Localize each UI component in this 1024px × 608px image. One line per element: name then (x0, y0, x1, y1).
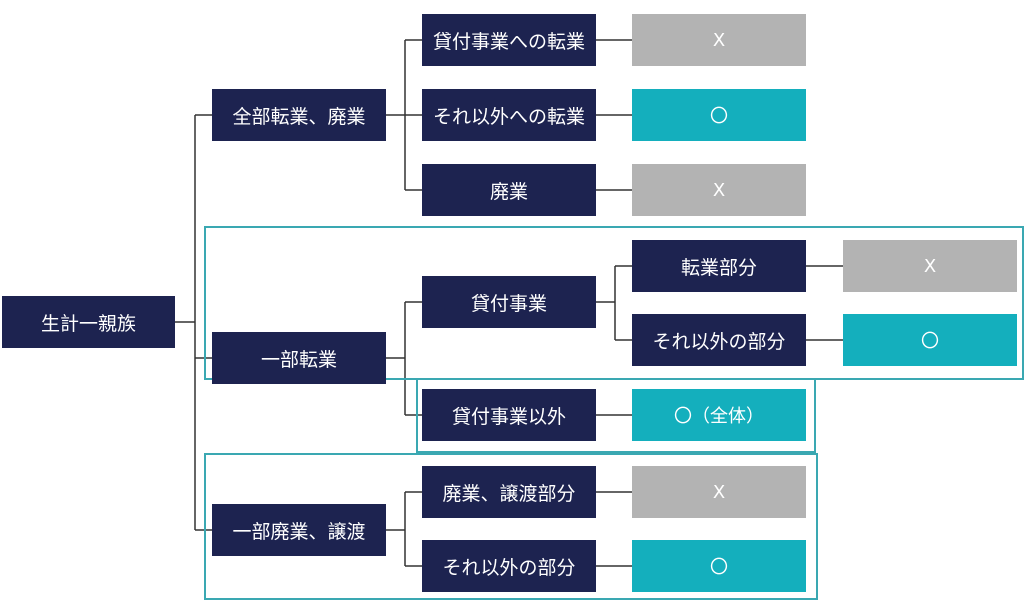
result-other-part-close: 〇 (632, 540, 806, 592)
branch-full-switch-or-close: 全部転業、廃業 (212, 89, 386, 141)
result-other-part: 〇 (843, 314, 1017, 366)
node-lending: 貸付事業 (422, 276, 596, 328)
node-switched-part: 転業部分 (632, 240, 806, 292)
non-lending-group-frame (416, 379, 816, 453)
branch-partial-close-transfer: 一部廃業、譲渡 (212, 504, 386, 556)
result-closed-transferred-part: X (632, 466, 806, 518)
partial-close-group-frame (204, 453, 818, 600)
node-switch-to-other: それ以外への転業 (422, 89, 596, 141)
result-switch-to-other: 〇 (632, 89, 806, 141)
node-non-lending: 貸付事業以外 (422, 389, 596, 441)
result-close: X (632, 164, 806, 216)
node-close: 廃業 (422, 164, 596, 216)
result-switch-to-lending: X (632, 14, 806, 66)
node-other-part-close: それ以外の部分 (422, 540, 596, 592)
partial-switch-group-frame (204, 226, 1024, 380)
node-other-part: それ以外の部分 (632, 314, 806, 366)
node-closed-transferred-part: 廃業、譲渡部分 (422, 466, 596, 518)
node-switch-to-lending: 貸付事業への転業 (422, 14, 596, 66)
result-switched-part: X (843, 240, 1017, 292)
result-non-lending: 〇（全体） (632, 389, 806, 441)
branch-partial-switch: 一部転業 (212, 332, 386, 384)
root-node: 生計一親族 (2, 296, 175, 348)
